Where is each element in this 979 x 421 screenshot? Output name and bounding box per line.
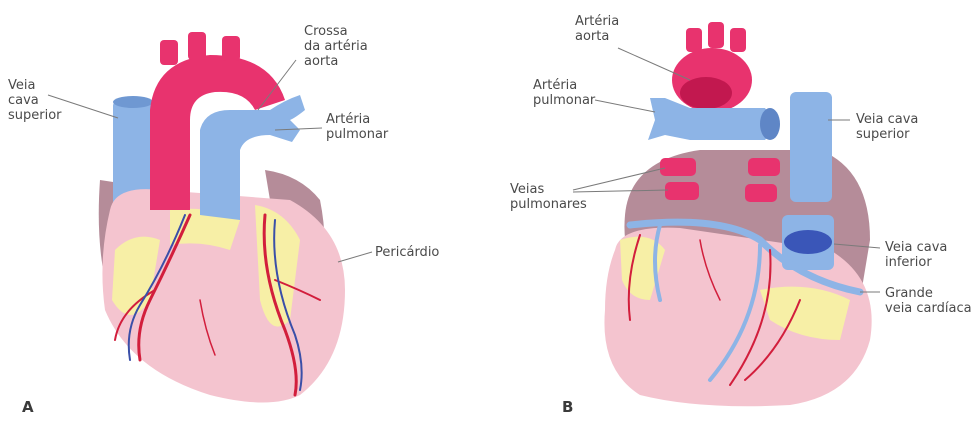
label-arteria-pulmonar-b: Artéria pulmonar <box>533 78 595 108</box>
label-veias-pulmonares: Veias pulmonares <box>510 182 587 212</box>
label-pericardio: Pericárdio <box>375 245 439 260</box>
label-veia-cava-superior-b: Veia cava superior <box>856 112 918 142</box>
heart-posterior-view <box>604 22 871 406</box>
superior-vena-cava-b <box>790 92 832 202</box>
label-veia-cava-inferior: Veia cava inferior <box>885 240 947 270</box>
label-veia-cava-superior-a: Veia cava superior <box>8 78 62 123</box>
heart-anterior-view <box>99 32 345 403</box>
label-crossa-da-arteria-aorta: Crossa da artéria aorta <box>304 24 368 69</box>
label-arteria-pulmonar-a: Artéria pulmonar <box>326 112 388 142</box>
label-arteria-aorta-b: Artéria aorta <box>575 14 619 44</box>
panel-letter-b: B <box>562 398 573 416</box>
label-grande-veia-cardiaca: Grande veia cardíaca <box>885 286 972 316</box>
panel-letter-a: A <box>22 398 34 416</box>
